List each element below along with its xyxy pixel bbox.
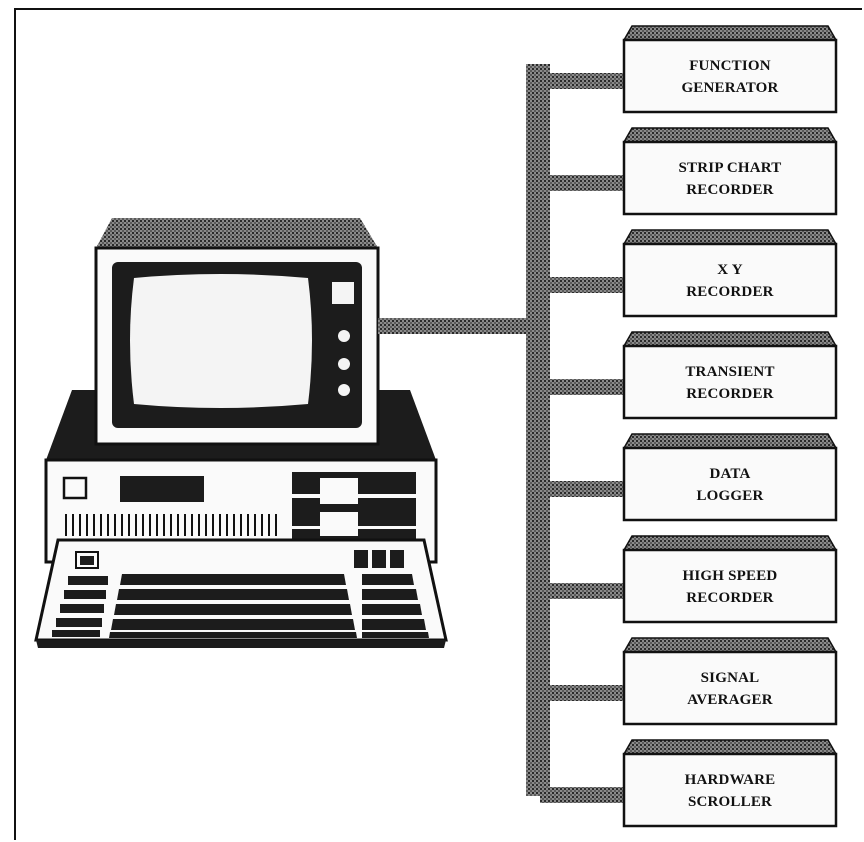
computer-illustration bbox=[34, 218, 448, 648]
monitor-screen bbox=[130, 274, 312, 408]
device-box-front bbox=[622, 650, 838, 726]
device-box-top bbox=[622, 433, 838, 449]
device-box-front bbox=[622, 752, 838, 828]
device-label-line2: LOGGER bbox=[696, 488, 763, 504]
device-label-line1: SIGNAL bbox=[701, 670, 760, 686]
device-box: DATA LOGGER bbox=[622, 433, 838, 522]
bus-branch bbox=[540, 379, 624, 395]
device-box-front bbox=[622, 140, 838, 216]
device-label-line2: RECORDER bbox=[686, 386, 773, 402]
device-label-line1: DATA bbox=[709, 466, 750, 482]
monitor-knob-icon bbox=[338, 384, 350, 396]
device-box-top bbox=[622, 637, 838, 653]
device-label-line1: HARDWARE bbox=[685, 772, 776, 788]
device-box: TRANSIENT RECORDER bbox=[622, 331, 838, 420]
device-label-line2: AVERAGER bbox=[687, 692, 773, 708]
device-box-top bbox=[622, 739, 838, 755]
bus-branch bbox=[540, 175, 624, 191]
disk-drive-bays bbox=[292, 472, 416, 542]
computer-bus-link bbox=[378, 318, 528, 334]
device-label-line1: STRIP CHART bbox=[679, 160, 782, 176]
device-label-line1: FUNCTION bbox=[689, 58, 771, 74]
device-label-line2: GENERATOR bbox=[681, 80, 778, 96]
monitor-knob-icon bbox=[338, 330, 350, 342]
device-box-top bbox=[622, 127, 838, 143]
bus-branch bbox=[540, 685, 624, 701]
device-label-line2: SCROLLER bbox=[688, 794, 772, 810]
device-box: HIGH SPEED RECORDER bbox=[622, 535, 838, 624]
bus-lines bbox=[378, 64, 624, 803]
bus-branch bbox=[540, 73, 624, 89]
device-label-line1: HIGH SPEED bbox=[683, 568, 778, 584]
device-label-line1: TRANSIENT bbox=[685, 364, 774, 380]
device-label-line2: RECORDER bbox=[686, 284, 773, 300]
device-box: STRIP CHART RECORDER bbox=[622, 127, 838, 216]
vent-grille bbox=[65, 514, 277, 536]
bus-branch bbox=[540, 787, 624, 803]
device-label-line2: RECORDER bbox=[686, 182, 773, 198]
device-box-front bbox=[622, 446, 838, 522]
monitor-knob-icon bbox=[338, 358, 350, 370]
monitor bbox=[94, 218, 380, 446]
bus-branch bbox=[540, 481, 624, 497]
keyboard bbox=[34, 538, 448, 648]
bus-branch bbox=[540, 277, 624, 293]
power-button-icon bbox=[62, 476, 88, 500]
device-box: HARDWARE SCROLLER bbox=[622, 739, 838, 828]
front-panel-display bbox=[120, 476, 204, 502]
device-box: X Y RECORDER bbox=[622, 229, 838, 318]
device-box-front bbox=[622, 38, 838, 114]
bus-branch bbox=[540, 583, 624, 599]
device-label-line2: RECORDER bbox=[686, 590, 773, 606]
device-box-top bbox=[622, 535, 838, 551]
device-box-front bbox=[622, 344, 838, 420]
device-label-line1: X Y bbox=[717, 262, 742, 278]
device-box-front bbox=[622, 548, 838, 624]
device-box-top bbox=[622, 331, 838, 347]
device-box-top bbox=[622, 229, 838, 245]
diagram-frame bbox=[14, 8, 862, 840]
keyboard-key-icon bbox=[75, 551, 99, 569]
monitor-switch-icon bbox=[332, 282, 354, 304]
device-box: SIGNAL AVERAGER bbox=[622, 637, 838, 726]
device-box-front bbox=[622, 242, 838, 318]
device-box: FUNCTION GENERATOR bbox=[622, 25, 838, 114]
device-box-top bbox=[622, 25, 838, 41]
